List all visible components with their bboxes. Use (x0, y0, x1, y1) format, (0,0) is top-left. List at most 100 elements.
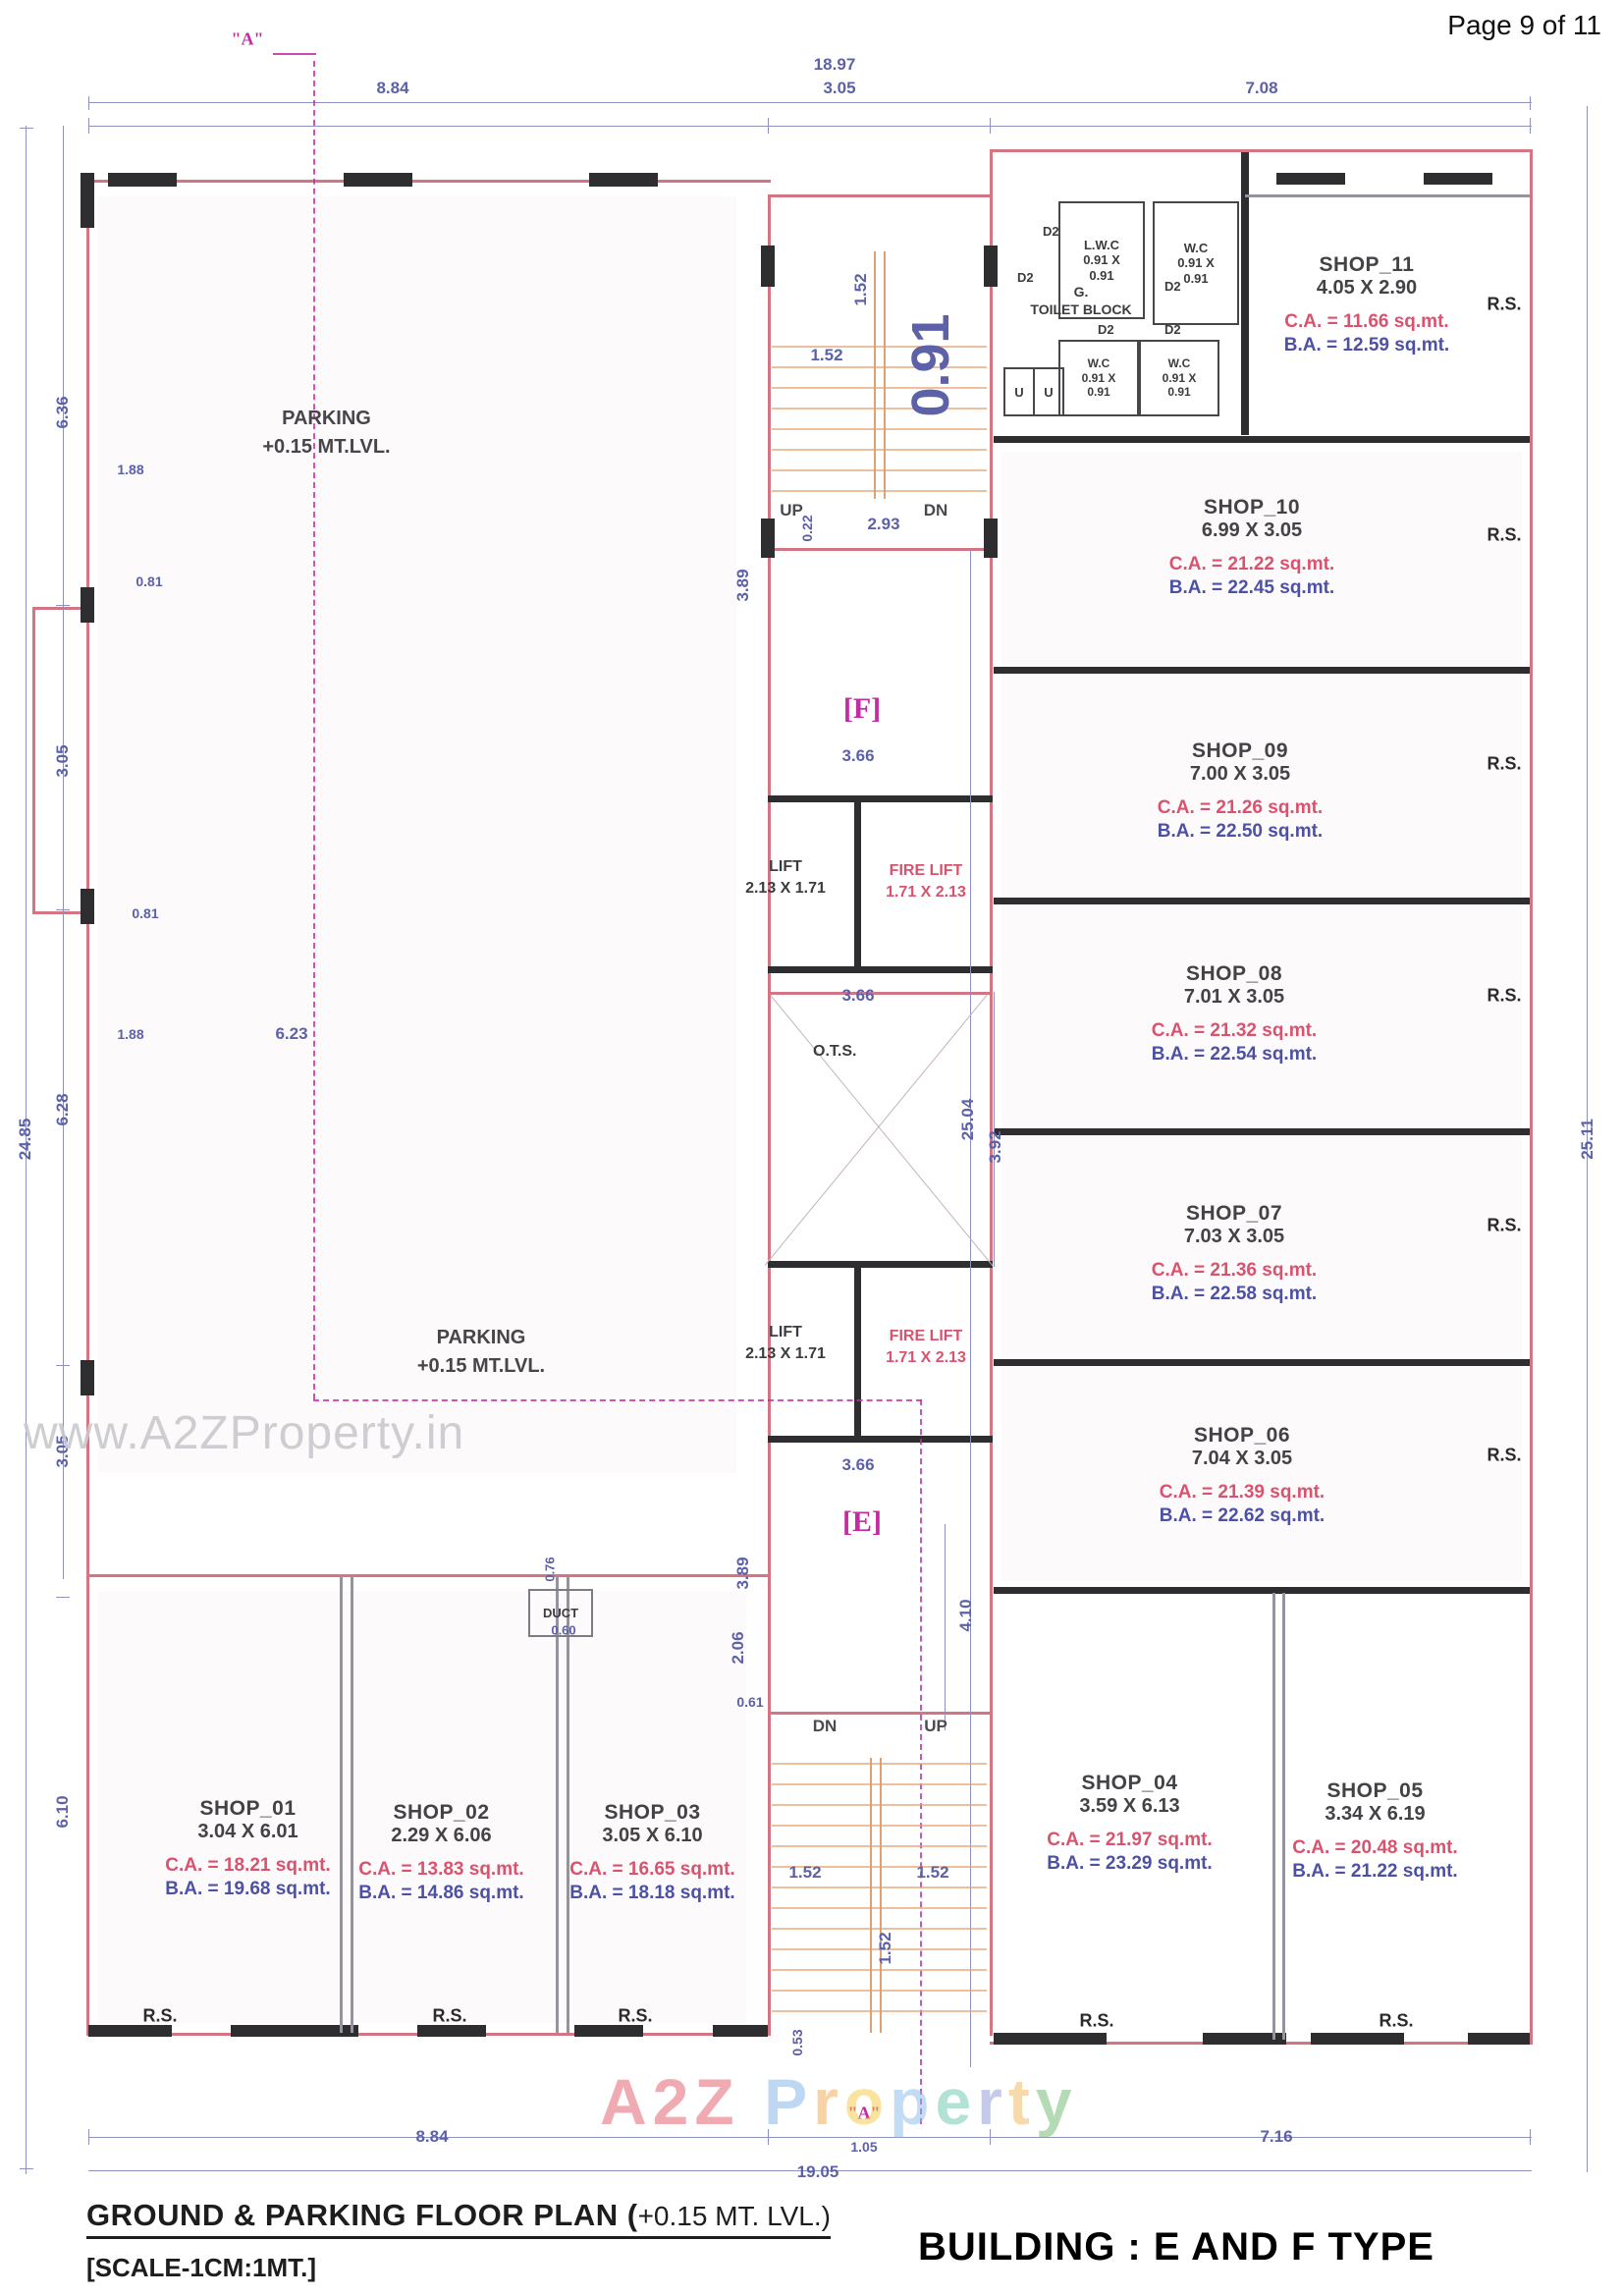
shop-builtup-area: B.A. = 14.86 sq.mt. (358, 1883, 524, 1903)
dimension-tick (20, 128, 33, 129)
section-marker-a: "A" (847, 2103, 881, 2123)
shop-carpet-area: C.A. = 20.48 sq.mt. (1292, 1837, 1458, 1858)
shop-carpet-area: C.A. = 16.65 sq.mt. (569, 1859, 735, 1880)
dimension-line (1587, 106, 1588, 2172)
wall-segment (994, 1359, 1530, 1366)
dimension-line (994, 992, 995, 1267)
dimension-label: 3.89 (733, 1557, 752, 1590)
shop-size: 4.05 X 2.90 (1316, 277, 1418, 299)
dimension-line (970, 550, 971, 2067)
wall-segment (1241, 152, 1249, 435)
wall-segment (990, 149, 993, 198)
dimension-label: 24.85 (16, 1118, 34, 1161)
section-marker-f: [F] (842, 692, 882, 725)
dimension-label: 0.61 (736, 1694, 764, 1710)
toilet-cell-size: 0.91 X (1083, 252, 1120, 268)
wall-segment (88, 2025, 172, 2037)
dimension-label: 1.52 (851, 273, 870, 306)
shop-carpet-area: C.A. = 21.97 sq.mt. (1047, 1830, 1213, 1850)
shop-carpet-area: C.A. = 18.21 sq.mt. (165, 1855, 331, 1876)
plan-title-level: +0.15 MT. LVL.) (637, 2201, 831, 2231)
wall-segment (713, 2025, 768, 2037)
shop-builtup-area: B.A. = 21.22 sq.mt. (1292, 1861, 1458, 1882)
dimension-tick (768, 2129, 769, 2145)
toilet-cell-size: 0.91 X (1177, 255, 1215, 271)
toilet-cell-wc: W.C 0.91 X 0.91 (1153, 201, 1239, 325)
watermark-letter: A (600, 2065, 647, 2138)
urinal-label: U (1014, 384, 1024, 400)
toilet-cell-lwc: L.W.C 0.91 X 0.91 (1058, 201, 1145, 319)
shop-size: 7.01 X 3.05 (1183, 986, 1285, 1008)
toilet-cell-size: 0.91 X (1162, 370, 1197, 385)
rolling-shutter-label: R.S. (142, 2005, 178, 2026)
ots-label: O.T.S. (813, 1043, 857, 1060)
dimension-line (945, 1524, 946, 1730)
parking-level: +0.15 MT.LVL. (262, 436, 391, 458)
wall-segment (990, 194, 993, 2036)
watermark-letter: r (977, 2065, 1002, 2138)
shop-builtup-area: B.A. = 23.29 sq.mt. (1047, 1853, 1213, 1874)
lift-label: LIFT 2.13 X 1.71 (723, 856, 848, 899)
section-line (313, 61, 315, 1399)
dimension-tick (56, 909, 70, 910)
dimension-label: 19.05 (796, 2162, 839, 2181)
partition-wall (1272, 1593, 1275, 2040)
wall-segment (994, 1128, 1530, 1135)
staircase-treads (772, 1763, 987, 2028)
shop-size: 7.04 X 3.05 (1191, 1448, 1293, 1469)
wall-segment (994, 436, 1530, 443)
dimension-label: 3.92 (986, 1130, 1004, 1164)
shop-name: SHOP_05 (1326, 1779, 1424, 1802)
page-indicator: Page 9 of 11 (1447, 10, 1601, 40)
toilet-block-title: G. TOILET BLOCK (998, 283, 1164, 318)
building-type-title: BUILDING : E AND F TYPE (918, 2225, 1434, 2269)
wall-column (108, 173, 177, 187)
wall-column (589, 173, 658, 187)
shop-05: SHOP_05 3.34 X 6.19 C.A. = 20.48 sq.mt. … (1265, 1779, 1486, 1883)
watermark-letter: P (764, 2065, 808, 2138)
dimension-label: 0.53 (789, 2029, 805, 2056)
watermark-logo: A2Z Property (597, 2064, 1075, 2139)
staircase-rail (870, 1758, 882, 2033)
duct-label: DUCT (542, 1606, 579, 1620)
urinal-cell: U (1003, 367, 1035, 416)
partition-wall (351, 1576, 353, 2033)
dimension-line (63, 126, 64, 1579)
wall-segment (768, 194, 993, 197)
dimension-tick (88, 118, 89, 134)
toilet-cell-label: W.C (1167, 356, 1191, 371)
watermark-letter: Z (694, 2065, 734, 2138)
shop-10: SHOP_10 6.99 X 3.05 C.A. = 21.22 sq.mt. … (1139, 496, 1365, 599)
shop-builtup-area: B.A. = 22.62 sq.mt. (1159, 1505, 1325, 1526)
watermark-letter: t (1007, 2065, 1030, 2138)
dimension-label: 7.16 (1260, 2127, 1293, 2146)
lift-size: 2.13 X 1.71 (745, 1344, 826, 1362)
wall-column (344, 173, 412, 187)
door-label: D2 (1098, 322, 1114, 337)
scan-tint (98, 196, 736, 1473)
watermark-letter: r (813, 2065, 839, 2138)
dimension-label: 4.10 (956, 1599, 975, 1632)
plan-title: GROUND & PARKING FLOOR PLAN (+0.15 MT. L… (86, 2198, 831, 2239)
dimension-tick (56, 1365, 70, 1366)
wall-segment (768, 1436, 993, 1443)
toilet-cell-label: W.C (1087, 356, 1110, 371)
partition-wall (1282, 1593, 1285, 2040)
wall-segment (768, 992, 993, 995)
dimension-tick (20, 2168, 33, 2169)
wall-segment (231, 2025, 358, 2037)
dimension-tick (56, 1597, 70, 1598)
dimension-label: 25.04 (958, 1098, 977, 1141)
dimension-label: 7.08 (1245, 79, 1278, 97)
fire-lift-size: 1.71 X 2.13 (886, 1348, 966, 1366)
shop-carpet-area: C.A. = 21.39 sq.mt. (1159, 1482, 1325, 1503)
shop-builtup-area: B.A. = 18.18 sq.mt. (569, 1883, 735, 1903)
shop-08: SHOP_08 7.01 X 3.05 C.A. = 21.32 sq.mt. … (1121, 962, 1347, 1066)
wall-column (81, 587, 94, 623)
shop-builtup-area: B.A. = 12.59 sq.mt. (1283, 335, 1450, 355)
dimension-tick (990, 2129, 991, 2145)
section-line (920, 1399, 922, 2124)
dimension-label: 3.66 (841, 986, 875, 1005)
wall-segment (32, 607, 89, 610)
